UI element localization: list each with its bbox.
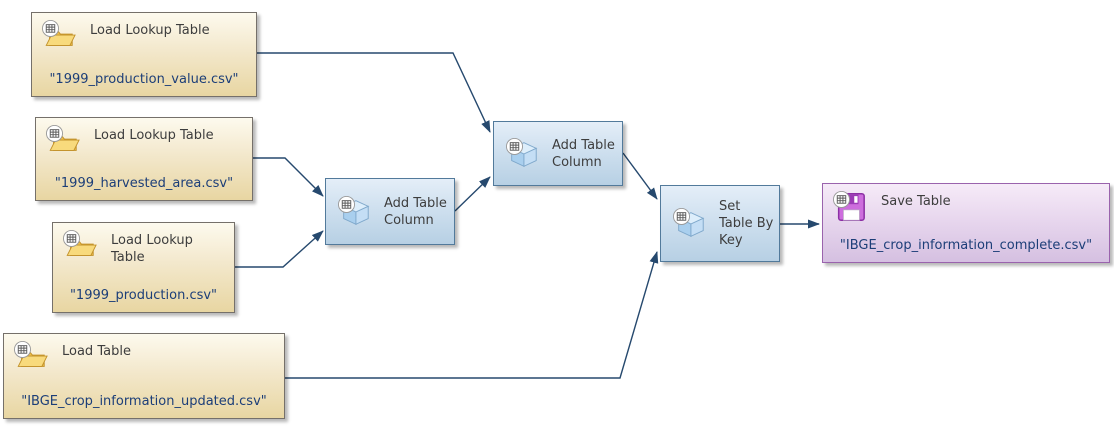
connector-load-table-updated-to-set-table-by-key[interactable] — [285, 251, 659, 379]
connector-load-lookup-table-production-to-add-table-column-1[interactable] — [235, 230, 324, 268]
node-title: Load Lookup Table — [94, 128, 214, 143]
node-title: Save Table — [881, 194, 951, 209]
node-title: Load Lookup Table — [90, 23, 210, 38]
node-filename: "1999_harvested_area.csv" — [54, 176, 234, 191]
node-add-table-column-2[interactable]: Add Table Column — [493, 121, 623, 186]
node-filename: "IBGE_crop_information_complete.csv" — [839, 238, 1093, 253]
node-add-table-column-1[interactable]: Add Table Column — [325, 178, 455, 245]
connector-add-table-column-1-to-add-table-column-2[interactable] — [454, 176, 491, 212]
node-title: Load Table — [62, 344, 131, 359]
node-load-table-updated[interactable]: Load Table "IBGE_crop_information_update… — [3, 333, 285, 419]
node-set-table-by-key[interactable]: Set Table By Key — [660, 185, 780, 262]
connector-load-lookup-table-production-value-to-add-table-column-2[interactable] — [257, 52, 491, 133]
node-filename: "IBGE_crop_information_updated.csv" — [21, 394, 267, 409]
node-filename: "1999_production.csv" — [69, 288, 218, 303]
floppy-table-icon — [831, 190, 869, 224]
folder-table-icon — [40, 19, 78, 53]
node-load-lookup-table-production-value[interactable]: Load Lookup Table "1999_production_value… — [31, 12, 257, 97]
cube-table-icon — [336, 195, 374, 229]
node-title: Load Lookup Table — [111, 233, 193, 265]
node-load-lookup-table-harvested-area[interactable]: Load Lookup Table "1999_harvested_area.c… — [35, 117, 253, 201]
folder-table-icon — [44, 124, 82, 158]
connector-load-lookup-table-harvested-area-to-add-table-column-1[interactable] — [253, 157, 324, 197]
node-title: Set Table By Key — [719, 199, 774, 248]
cube-table-icon — [504, 137, 542, 171]
node-load-lookup-table-production[interactable]: Load Lookup Table "1999_production.csv" — [52, 222, 235, 313]
folder-table-icon — [12, 340, 50, 374]
cube-table-icon — [671, 207, 709, 241]
node-filename: "1999_production_value.csv" — [49, 72, 239, 87]
node-title: Add Table Column — [384, 195, 447, 228]
node-save-table[interactable]: Save Table "IBGE_crop_information_comple… — [822, 183, 1110, 263]
folder-table-icon — [61, 229, 99, 263]
connector-add-table-column-2-to-set-table-by-key[interactable] — [622, 152, 658, 200]
node-title: Add Table Column — [552, 137, 615, 170]
